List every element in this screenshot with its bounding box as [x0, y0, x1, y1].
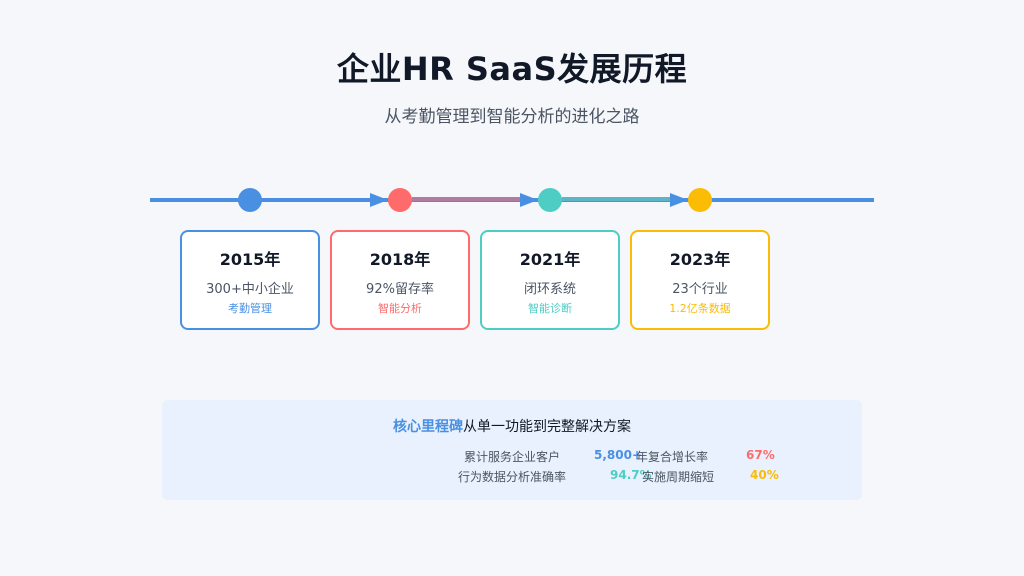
metric-label: 年复合增长率: [636, 450, 709, 464]
milestone-dot-2021: [538, 188, 562, 212]
milestone-main: 闭环系统: [523, 282, 576, 297]
metric-value: 5,800+: [594, 448, 643, 462]
milestone-card-2021: 2021年 闭环系统 智能诊断: [480, 230, 620, 330]
milestone-card-2023: 2023年 23个行业 1.2亿条数据: [630, 230, 770, 330]
summary-panel: 核心里程碑从单一功能到完整解决方案 累计服务企业客户 5,800+ 年复合增长率…: [162, 400, 862, 500]
page-title: 企业HR SaaS发展历程: [336, 50, 688, 88]
milestone-year: 2021年: [519, 250, 581, 269]
milestone-tag: 1.2亿条数据: [669, 302, 731, 315]
milestone-main: 92%留存率: [366, 282, 434, 297]
summary-headline: 从单一功能到完整解决方案: [463, 419, 631, 435]
timeline-arrow-1: [370, 193, 388, 207]
metric-value: 67%: [746, 448, 775, 462]
milestone-tag: 智能分析: [378, 302, 422, 315]
milestone-dot-2018: [388, 188, 412, 212]
metric-value: 40%: [750, 468, 779, 482]
metric-value: 94.7%: [610, 468, 652, 482]
page-subtitle: 从考勤管理到智能分析的进化之路: [384, 107, 640, 127]
milestone-main: 300+中小企业: [206, 282, 294, 297]
timeline-arrow-2: [520, 193, 538, 207]
milestone-main: 23个行业: [672, 282, 728, 297]
milestone-card-2018: 2018年 92%留存率 智能分析: [330, 230, 470, 330]
milestone-tag: 智能诊断: [528, 302, 572, 315]
timeline-arrow-3: [670, 193, 688, 207]
milestone-year: 2015年: [219, 250, 281, 269]
metric-label: 累计服务企业客户: [464, 450, 561, 464]
milestone-dot-2015: [238, 188, 262, 212]
summary-keyword: 核心里程碑: [393, 419, 463, 435]
summary-headline-row: 核心里程碑从单一功能到完整解决方案: [162, 416, 862, 436]
milestone-dot-2023: [688, 188, 712, 212]
milestone-tag: 考勤管理: [228, 302, 272, 315]
milestone-card-2015: 2015年 300+中小企业 考勤管理: [180, 230, 320, 330]
metric-label: 行为数据分析准确率: [458, 470, 567, 484]
milestone-year: 2018年: [369, 250, 431, 269]
milestone-year: 2023年: [669, 250, 731, 269]
metric-label: 实施周期缩短: [642, 470, 715, 484]
